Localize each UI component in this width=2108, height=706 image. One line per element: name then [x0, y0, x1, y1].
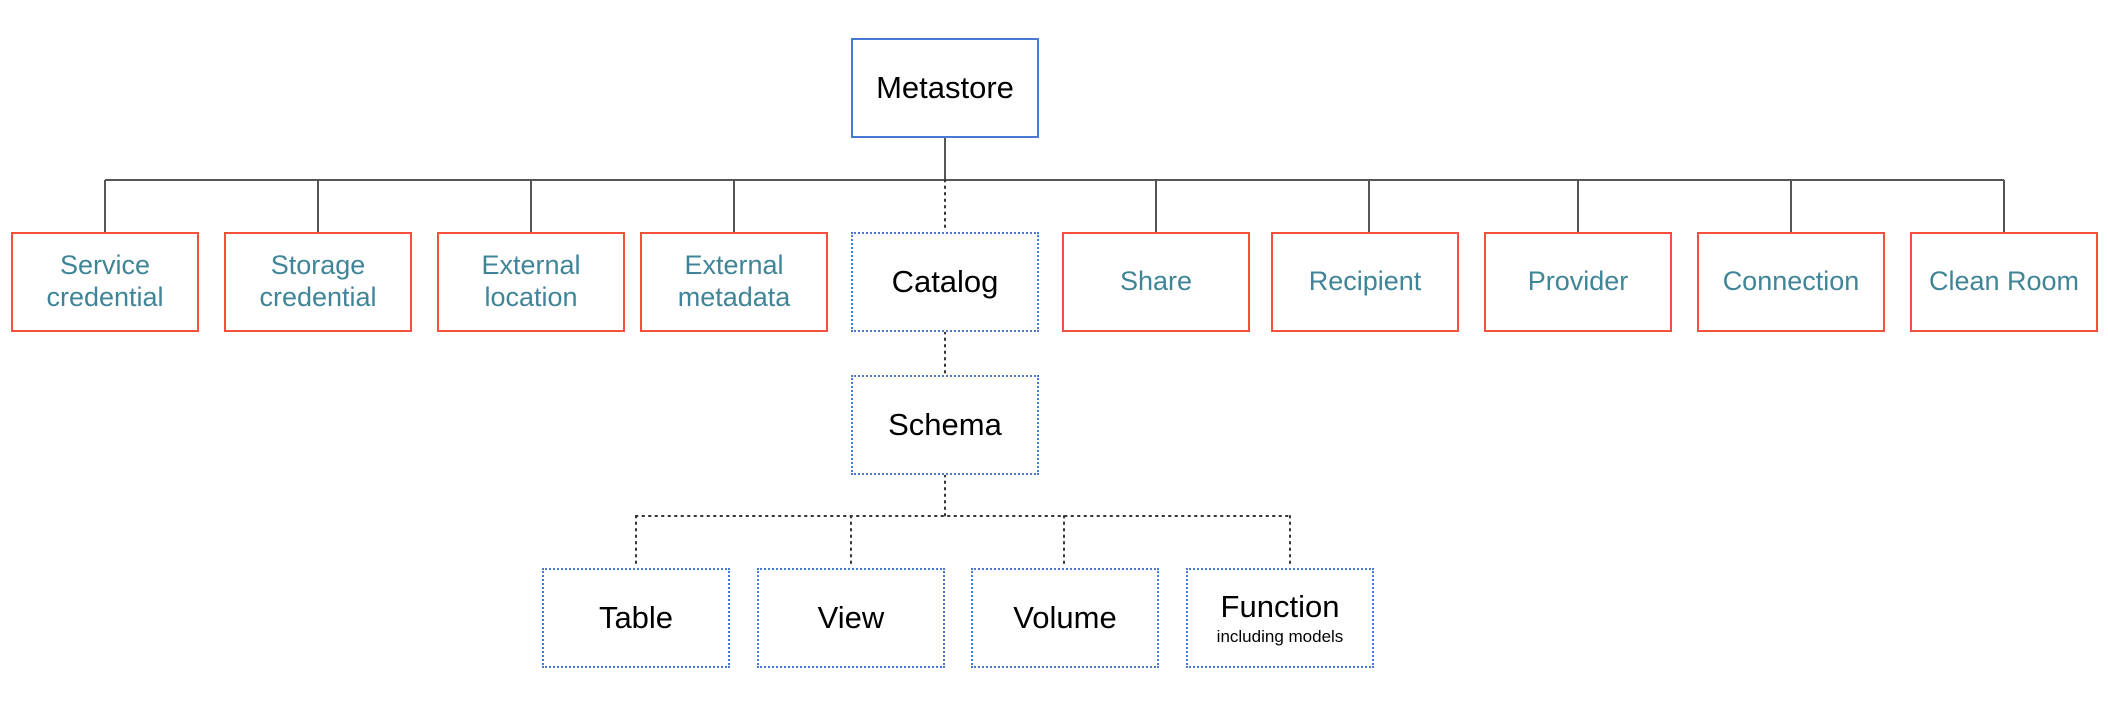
node-volume: Volume	[971, 568, 1159, 668]
node-external-metadata: External metadata	[640, 232, 828, 332]
node-table: Table	[542, 568, 730, 668]
node-share: Share	[1062, 232, 1250, 332]
node-storage-credential: Storage credential	[224, 232, 412, 332]
node-metastore: Metastore	[851, 38, 1039, 138]
node-clean-room: Clean Room	[1910, 232, 2098, 332]
node-label-service-credential: Service credential	[46, 250, 164, 312]
node-sublabel-function: including models	[1216, 626, 1344, 646]
node-label-view: View	[817, 599, 885, 635]
node-external-location: External location	[437, 232, 625, 332]
node-view: View	[757, 568, 945, 668]
node-label-recipient: Recipient	[1308, 266, 1422, 297]
node-label-volume: Volume	[1013, 599, 1117, 635]
node-connection: Connection	[1697, 232, 1885, 332]
node-label-catalog: Catalog	[891, 263, 999, 299]
node-label-external-location: External location	[481, 250, 581, 312]
node-label-external-metadata: External metadata	[677, 250, 791, 312]
node-label-clean-room: Clean Room	[1928, 266, 2080, 297]
node-provider: Provider	[1484, 232, 1672, 332]
node-schema: Schema	[851, 375, 1039, 475]
node-recipient: Recipient	[1271, 232, 1459, 332]
node-service-credential: Service credential	[11, 232, 199, 332]
node-label-table: Table	[598, 599, 674, 635]
node-label-storage-credential: Storage credential	[259, 250, 377, 312]
node-label-metastore: Metastore	[876, 69, 1014, 105]
node-label-provider: Provider	[1527, 266, 1629, 297]
node-label-function: Function	[1220, 589, 1340, 625]
node-label-share: Share	[1119, 266, 1193, 297]
node-label-connection: Connection	[1722, 266, 1860, 297]
node-catalog: Catalog	[851, 232, 1039, 332]
node-label-schema: Schema	[888, 406, 1002, 442]
